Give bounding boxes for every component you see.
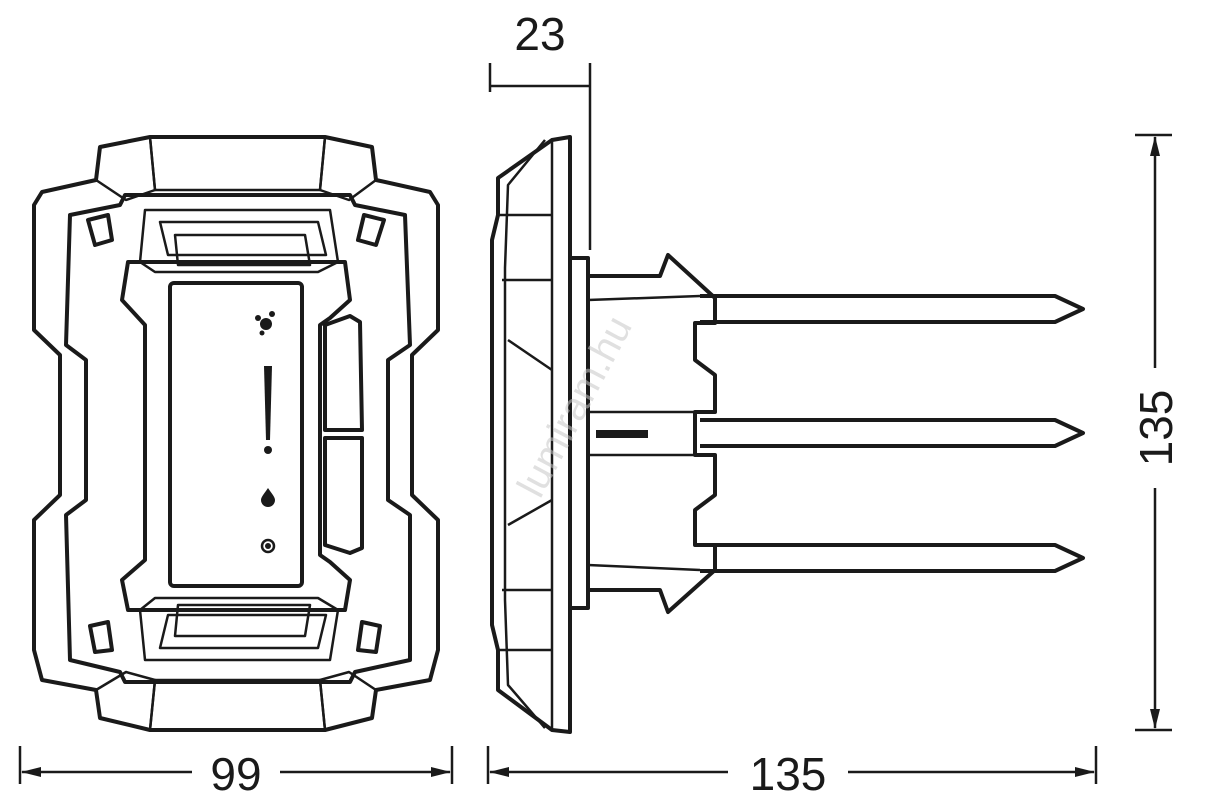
corner-notch-bl [88, 620, 114, 654]
bottom-grip-center [148, 678, 327, 732]
spike-top [700, 294, 1085, 324]
bottom-cap-ledge-inner [158, 613, 328, 650]
dimension-side-depth: 135 [486, 746, 1098, 800]
top-cap-ledge-core [173, 233, 312, 267]
dim-label-side-depth: 135 [750, 748, 827, 800]
top-cap-ledge-inner [158, 220, 328, 257]
corner-notch-tl [86, 213, 114, 247]
side-view [490, 135, 1085, 734]
power-button-icon [260, 538, 276, 554]
dimension-plate-offset: 23 [488, 8, 592, 250]
bottom-grip-left [94, 670, 157, 732]
sun-rain-symbol-icon [255, 311, 275, 336]
hub-mark [596, 430, 648, 438]
display-panel [168, 281, 304, 588]
side-button-upper [323, 314, 364, 432]
top-grip-right [318, 135, 378, 202]
side-cap-profile [490, 135, 572, 734]
corner-notch-br [356, 620, 382, 654]
side-cap-seam-2 [507, 498, 553, 527]
front-view [32, 135, 440, 732]
bottom-cap-ledge-core [173, 603, 312, 638]
side-button-lower [323, 436, 364, 555]
hub-seam-2 [587, 563, 701, 572]
side-cap-seam-1 [507, 338, 553, 372]
hub-seam-1 [587, 294, 701, 302]
watermark: lumiram.hu [509, 309, 641, 504]
bottom-grip-right [318, 670, 378, 732]
spike-middle [700, 418, 1085, 448]
indicator-bar [264, 366, 272, 440]
corner-notch-tr [356, 213, 386, 247]
dimension-height: 135 [1130, 133, 1182, 732]
spike-bottom [700, 543, 1085, 573]
top-grip-center [148, 135, 327, 192]
dim-label-height: 135 [1130, 390, 1182, 467]
top-grip-left [94, 135, 157, 202]
bottom-cap-ledge [138, 596, 340, 662]
side-cap-inner [503, 139, 546, 729]
housing-body [120, 260, 352, 612]
dim-label-plate-offset: 23 [514, 8, 565, 60]
dim-label-front-width: 99 [210, 748, 261, 800]
dimension-front-width: 99 [18, 746, 454, 800]
indicator-dot [264, 446, 272, 454]
water-drop-icon [261, 488, 275, 507]
